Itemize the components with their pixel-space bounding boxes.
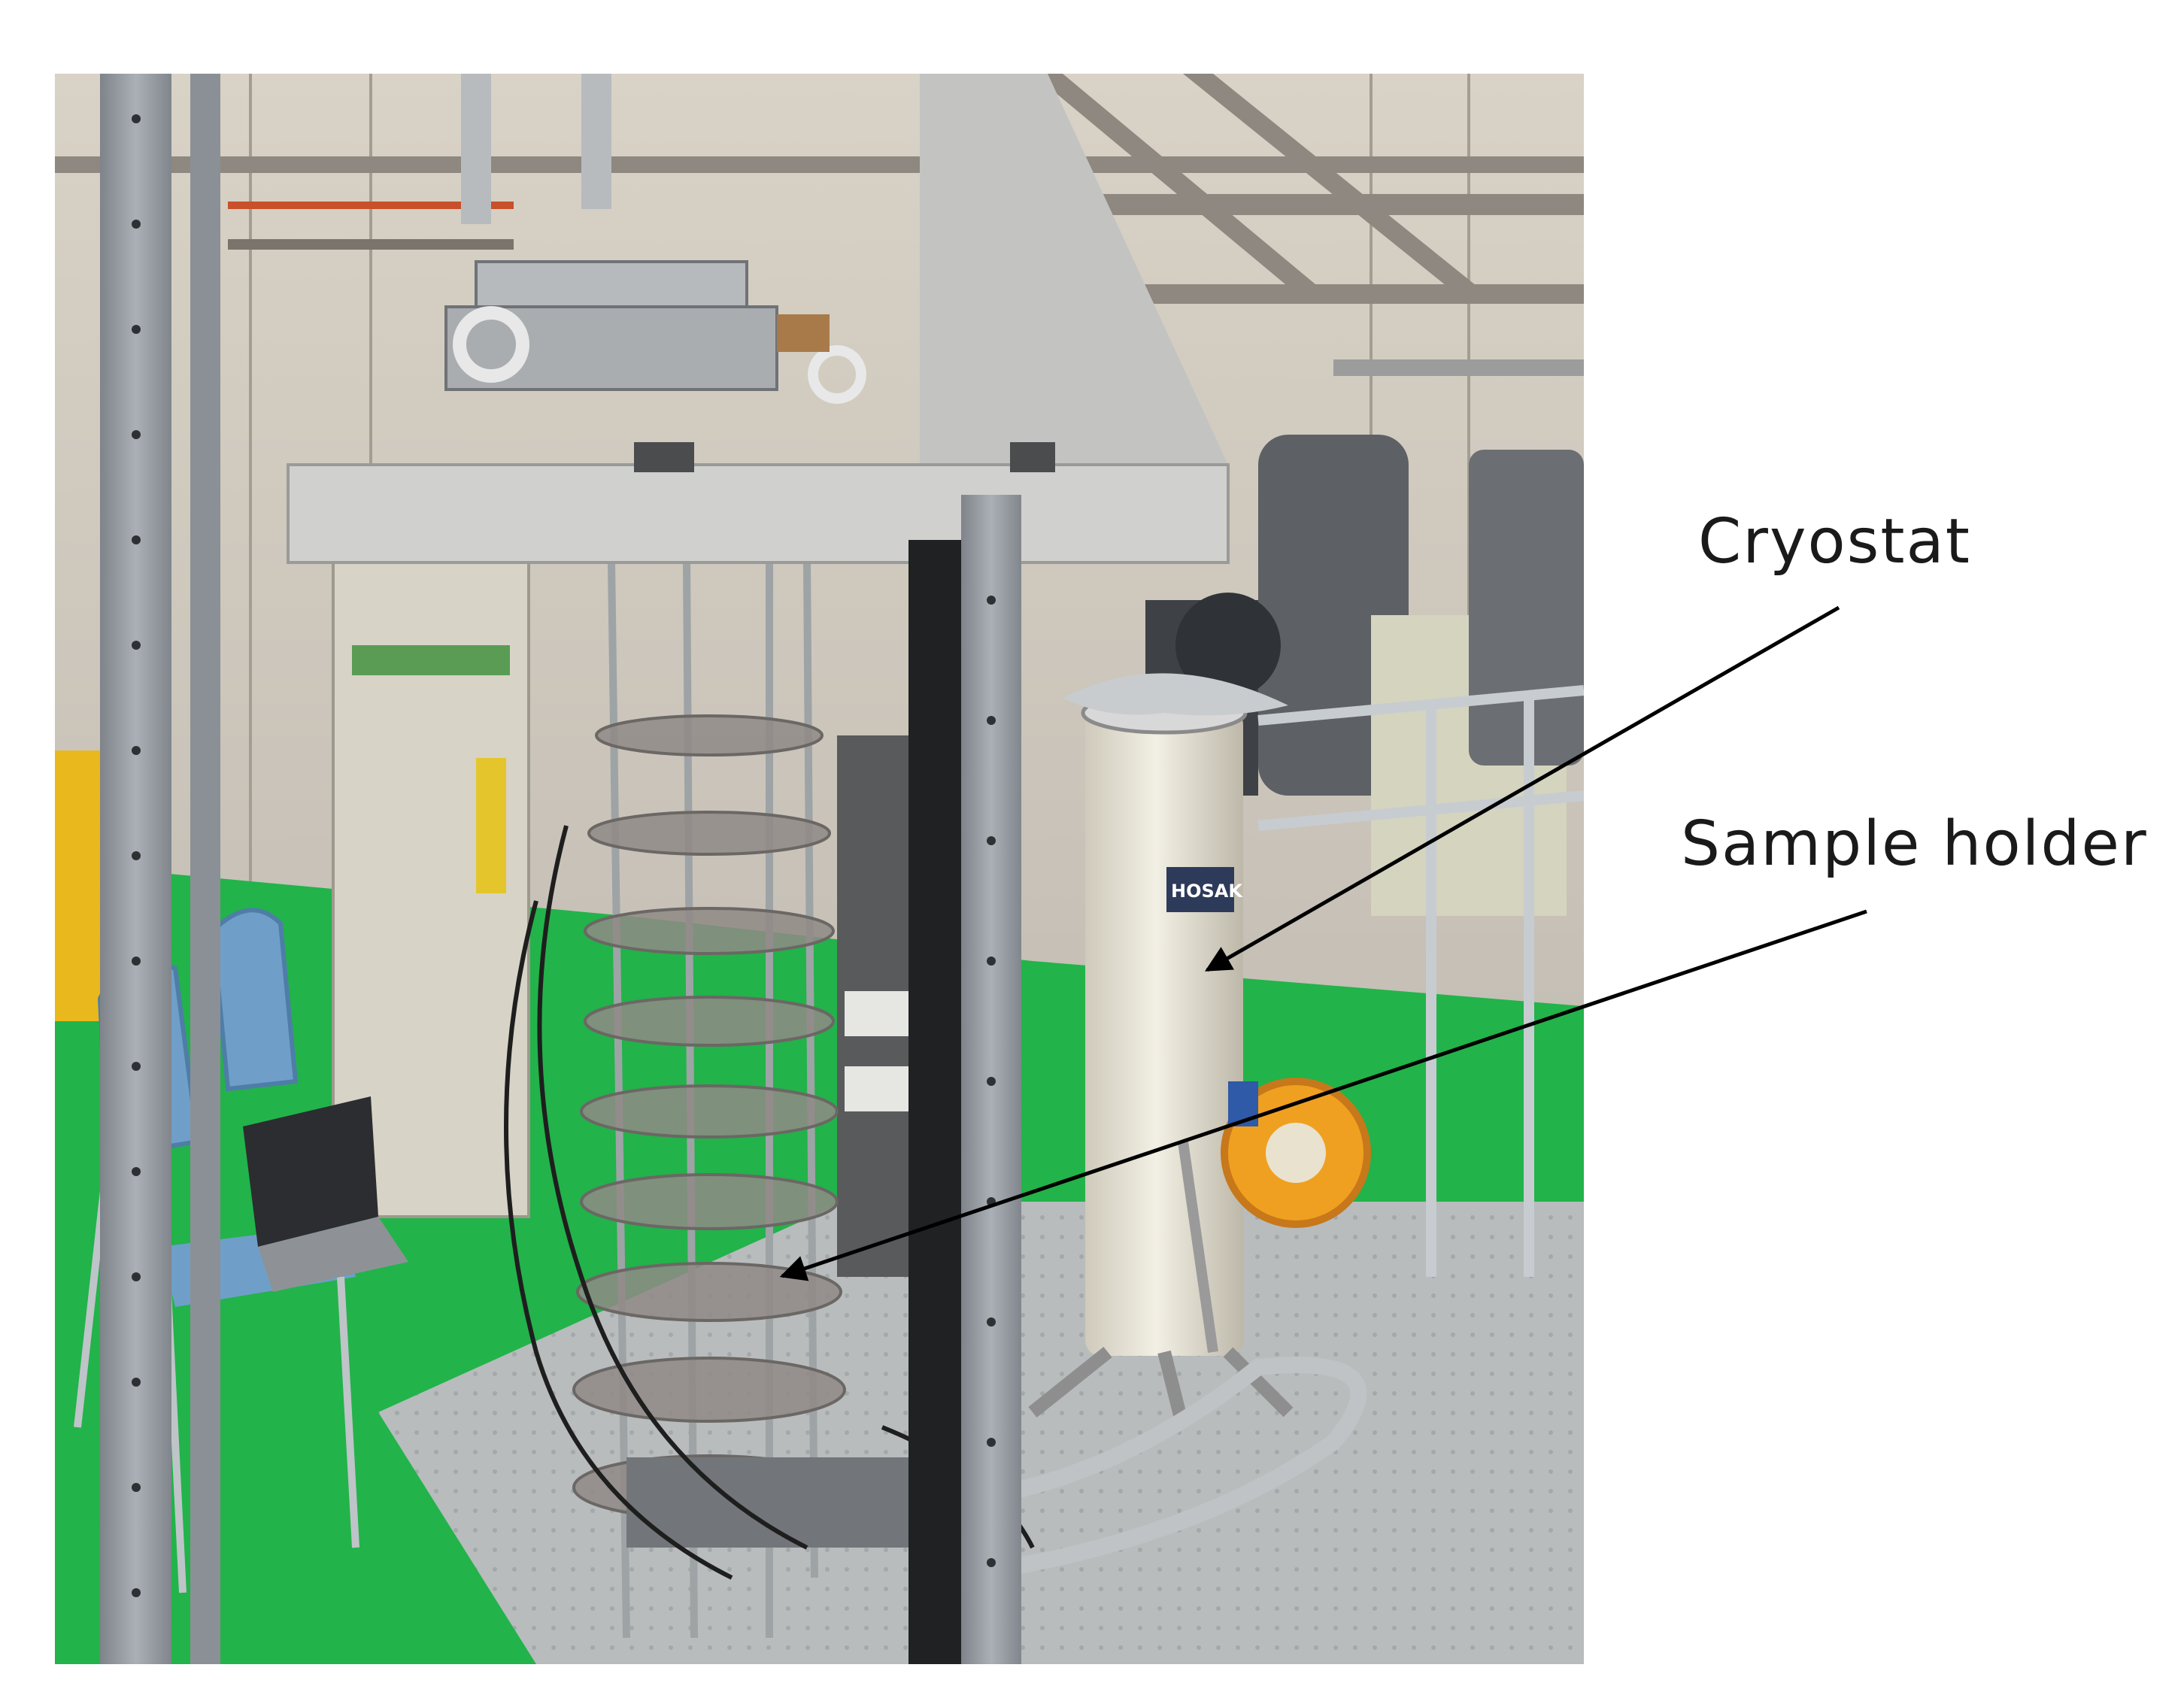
laptop — [243, 1096, 408, 1292]
warning-sticker — [476, 758, 506, 893]
safety-railing — [1257, 685, 1584, 1277]
sample-holder-arrow — [779, 909, 1867, 1281]
cryostat-arrow — [1204, 605, 1840, 972]
vertical-pole-left — [100, 74, 220, 1664]
vertical-pole-center — [908, 495, 1021, 1664]
cryostat-label: Cryostat — [1698, 506, 1971, 578]
transfer-line — [941, 1357, 1367, 1586]
dewar-brand: HOSAK — [1171, 881, 1243, 902]
overhead-beams — [55, 74, 1584, 304]
sample-holder-label: Sample holder — [1681, 808, 2148, 880]
support-frame — [287, 74, 1230, 564]
yellow-cabinet — [55, 750, 100, 1021]
cabinet-panel — [352, 645, 510, 675]
cryostat-dewar: HOSAK — [1028, 673, 1294, 1430]
cryostat-head — [444, 74, 866, 404]
